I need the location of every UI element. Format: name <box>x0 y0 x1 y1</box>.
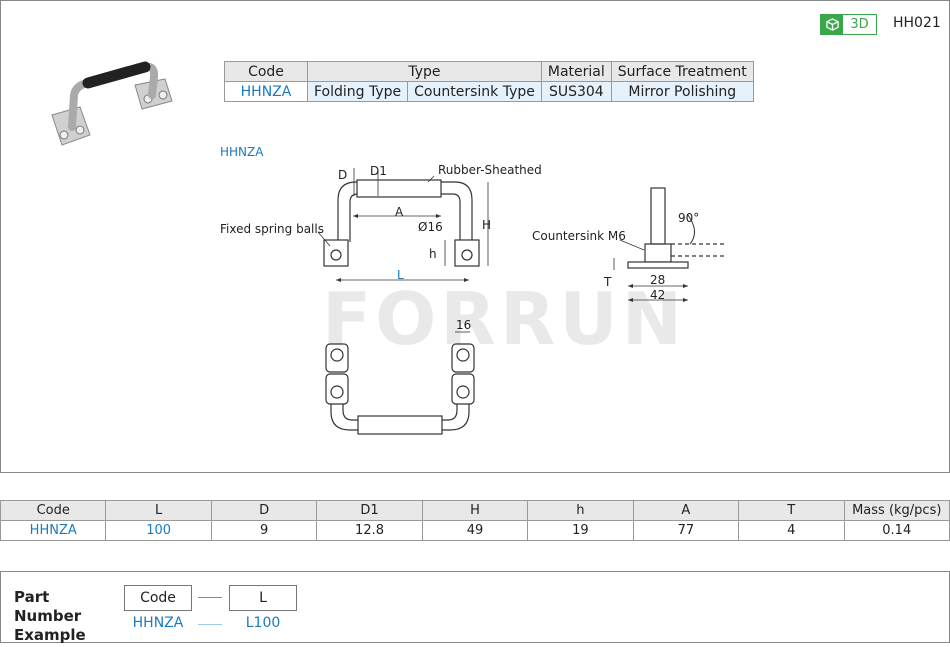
part-number-title: Part Number Example <box>14 588 86 644</box>
technical-drawing <box>317 168 725 435</box>
spec-table: Code Type Material Surface Treatment HHN… <box>224 61 754 102</box>
part-number-panel: Part Number Example Code L HHNZA L100 <box>0 571 950 644</box>
product-image <box>51 61 173 146</box>
size-cell: 19 <box>527 520 634 541</box>
size-cell: 12.8 <box>316 520 423 541</box>
label-t: T <box>604 275 612 289</box>
separator-line <box>198 597 222 598</box>
size-header: H <box>421 500 529 521</box>
size-cell: 0.14 <box>843 520 950 541</box>
label-rubber-sheathed: Rubber-Sheathed <box>438 163 542 177</box>
size-cell: 77 <box>632 520 740 541</box>
label-d: D <box>338 168 348 182</box>
label-42: 42 <box>650 288 666 302</box>
label-a: A <box>395 205 404 219</box>
size-header: T <box>738 500 845 521</box>
size-header: D1 <box>316 500 423 521</box>
size-l-value[interactable]: 100 <box>105 520 212 541</box>
label-dia16: Ø16 <box>418 220 443 234</box>
example-l: L100 <box>245 615 281 631</box>
size-header: h <box>527 500 634 521</box>
size-header: D <box>210 500 318 521</box>
spec-header-type: Type <box>307 61 542 82</box>
label-h-big: H <box>482 218 492 232</box>
size-code-link[interactable]: HHNZA <box>0 520 107 541</box>
separator-line <box>198 624 222 625</box>
label-16: 16 <box>456 318 472 332</box>
3d-label: 3D <box>850 17 869 32</box>
label-h-small: h <box>429 247 437 261</box>
size-table: Code L D D1 H h A T Mass (kg/pcs) HHNZA … <box>0 500 950 541</box>
label-l: L <box>397 268 404 282</box>
drawing-section-label: HHNZA <box>220 145 264 159</box>
l-box: L <box>229 585 297 611</box>
code-box: Code <box>124 585 192 611</box>
spec-header-material: Material <box>540 61 612 82</box>
spec-header-code: Code <box>224 61 308 82</box>
3d-view-button[interactable]: 3D <box>820 14 877 35</box>
spec-code-link[interactable]: HHNZA <box>224 81 308 102</box>
spec-surface: Mirror Polishing <box>610 81 754 102</box>
size-cell: 4 <box>738 520 845 541</box>
size-header: L <box>105 500 212 521</box>
size-header: Mass (kg/pcs) <box>843 500 950 521</box>
label-28: 28 <box>650 273 666 287</box>
spec-type-folding: Folding Type <box>306 81 409 102</box>
size-header: Code <box>0 500 107 521</box>
product-code: HH021 <box>893 15 941 31</box>
size-header: A <box>632 500 740 521</box>
label-countersink-m6: Countersink M6 <box>532 229 626 243</box>
label-d1: D1 <box>370 164 387 178</box>
example-code: HHNZA <box>132 615 184 631</box>
label-fixed-spring-balls: Fixed spring balls <box>220 222 324 236</box>
cube-icon <box>821 15 843 34</box>
size-table-wrap: Code L D D1 H h A T Mass (kg/pcs) HHNZA … <box>0 500 950 541</box>
watermark: FORRUN <box>322 277 686 361</box>
size-cell: 9 <box>210 520 318 541</box>
spec-header-surface: Surface Treatment <box>610 61 754 82</box>
label-angle: 90° <box>678 211 700 225</box>
size-cell: 49 <box>421 520 529 541</box>
spec-type-countersink: Countersink Type <box>407 81 542 102</box>
